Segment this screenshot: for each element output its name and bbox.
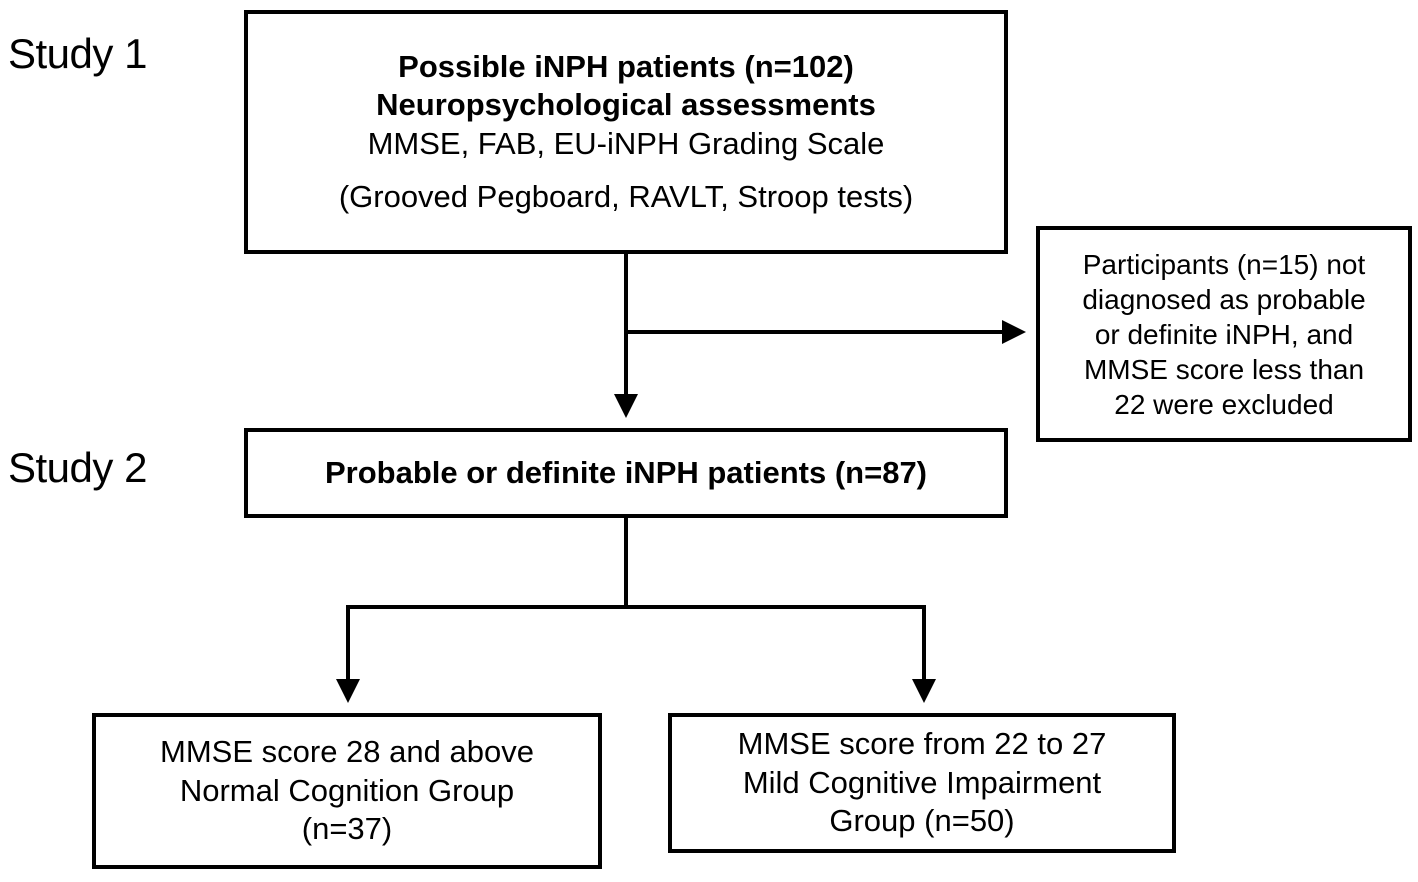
mild-cognitive-impairment-box: MMSE score from 22 to 27 Mild Cognitive … [668,713,1176,853]
excluded-line-4: MMSE score less than [1083,353,1365,385]
mci-line-2: Mild Cognitive Impairment [742,764,1102,800]
additional-tests: (Grooved Pegboard, RAVLT, Stroop tests) [338,178,914,214]
mci-line-3: Group (n=50) [829,803,1015,839]
study-1-label: Study 1 [8,30,147,77]
excluded-line-5: 22 were excluded [1114,388,1334,420]
probable-patients-box: Probable or definite iNPH patients (n=87… [244,428,1008,518]
probable-patients-title: Probable or definite iNPH patients (n=87… [324,454,928,490]
normal-line-1: MMSE score 28 and above [160,733,534,769]
normal-cognition-box: MMSE score 28 and above Normal Cognition… [92,713,602,869]
excluded-line-3: or definite iNPH, and [1094,318,1354,350]
possible-patients-title: Possible iNPH patients (n=102) [398,48,854,84]
study-2-label: Study 2 [8,444,147,491]
assessments-heading: Neuropsychological assessments [376,87,876,123]
assessment-tests: MMSE, FAB, EU-iNPH Grading Scale [367,126,885,161]
excluded-line-2: diagnosed as probable [1082,283,1366,315]
excluded-participants-box: Participants (n=15) not diagnosed as pro… [1036,226,1412,442]
normal-line-2: Normal Cognition Group [179,772,515,808]
mci-line-1: MMSE score from 22 to 27 [737,725,1107,761]
normal-line-3: (n=37) [301,811,393,847]
possible-patients-box: Possible iNPH patients (n=102) Neuropsyc… [244,10,1008,254]
excluded-line-1: Participants (n=15) not [1082,248,1366,280]
